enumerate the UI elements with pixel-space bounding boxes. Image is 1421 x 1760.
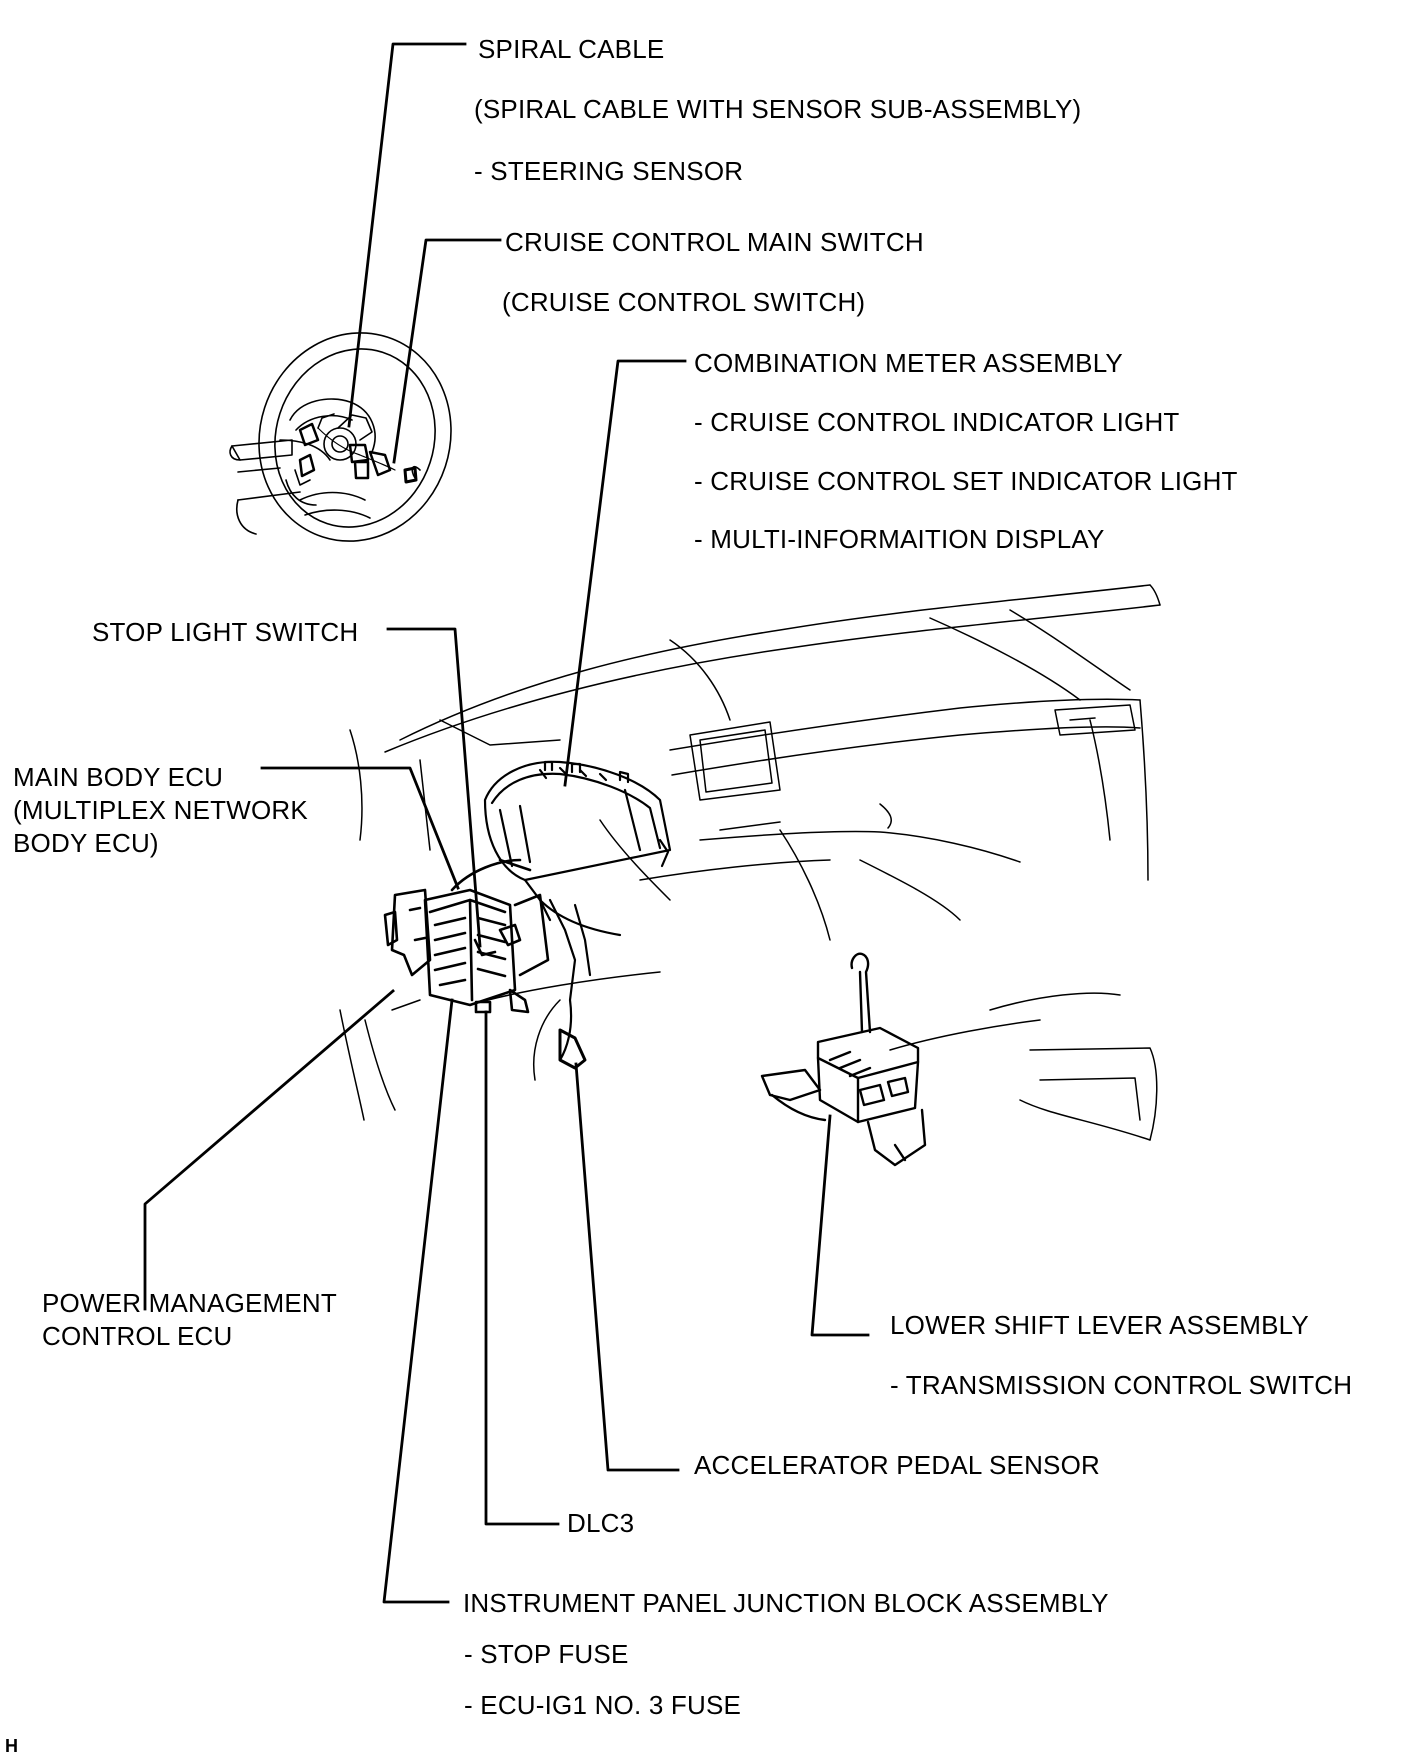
label-cruise-switch: (CRUISE CONTROL SWITCH) xyxy=(502,287,866,317)
leader-main-body-ecu xyxy=(260,766,460,890)
label-combination-meter: COMBINATION METER ASSEMBLY xyxy=(694,348,1123,378)
leader-dlc3 xyxy=(484,1010,560,1526)
leader-lower-shift-lever xyxy=(810,1114,870,1337)
leader-accelerator-sensor xyxy=(574,1062,680,1472)
label-accelerator-sensor: ACCELERATOR PEDAL SENSOR xyxy=(694,1450,1100,1480)
label-dlc3: DLC3 xyxy=(567,1508,635,1538)
leader-cruise-main-switch xyxy=(392,238,502,464)
leader-power-management xyxy=(143,989,395,1311)
shift-lever-illustration xyxy=(760,952,927,1167)
label-ecu-ig1-fuse: - ECU-IG1 NO. 3 FUSE xyxy=(464,1690,742,1720)
leader-stop-light-switch xyxy=(386,627,482,948)
sheet-identifier: H xyxy=(5,1736,18,1756)
leader-lines xyxy=(143,42,870,1604)
label-spiral-cable-sub: (SPIRAL CABLE WITH SENSOR SUB-ASSEMBLY) xyxy=(474,94,1082,124)
label-cruise-set-indicator: - CRUISE CONTROL SET INDICATOR LIGHT xyxy=(694,466,1238,496)
leader-ip-junction-block xyxy=(382,998,454,1604)
label-steering-sensor: - STEERING SENSOR xyxy=(474,156,744,186)
label-main-body-ecu-1: MAIN BODY ECU xyxy=(13,762,224,792)
label-spiral-cable: SPIRAL CABLE xyxy=(478,34,665,64)
label-cruise-indicator: - CRUISE CONTROL INDICATOR LIGHT xyxy=(694,407,1180,437)
label-power-management-1: POWER MANAGEMENT xyxy=(42,1288,337,1318)
combination-meter-illustration xyxy=(483,760,672,1070)
label-stop-fuse: - STOP FUSE xyxy=(464,1639,629,1669)
label-main-body-ecu-3: BODY ECU) xyxy=(13,828,159,858)
label-power-management-2: CONTROL ECU xyxy=(42,1321,233,1351)
label-main-body-ecu-2: (MULTIPLEX NETWORK xyxy=(13,795,308,825)
label-multi-info-display: - MULTI-INFORMAITION DISPLAY xyxy=(694,524,1105,554)
label-stop-light-switch: STOP LIGHT SWITCH xyxy=(92,617,359,647)
steering-wheel-illustration xyxy=(229,332,452,542)
label-transmission-switch: - TRANSMISSION CONTROL SWITCH xyxy=(890,1370,1353,1400)
label-lower-shift-lever: LOWER SHIFT LEVER ASSEMBLY xyxy=(890,1310,1309,1340)
label-ip-junction-block: INSTRUMENT PANEL JUNCTION BLOCK ASSEMBLY xyxy=(463,1588,1109,1618)
label-cruise-main-switch: CRUISE CONTROL MAIN SWITCH xyxy=(505,227,924,257)
leader-spiral-cable xyxy=(347,42,467,428)
leader-combination-meter xyxy=(563,359,687,787)
ecu-junction-block-illustration xyxy=(383,858,550,1014)
dashboard-illustration xyxy=(339,584,1161,1141)
